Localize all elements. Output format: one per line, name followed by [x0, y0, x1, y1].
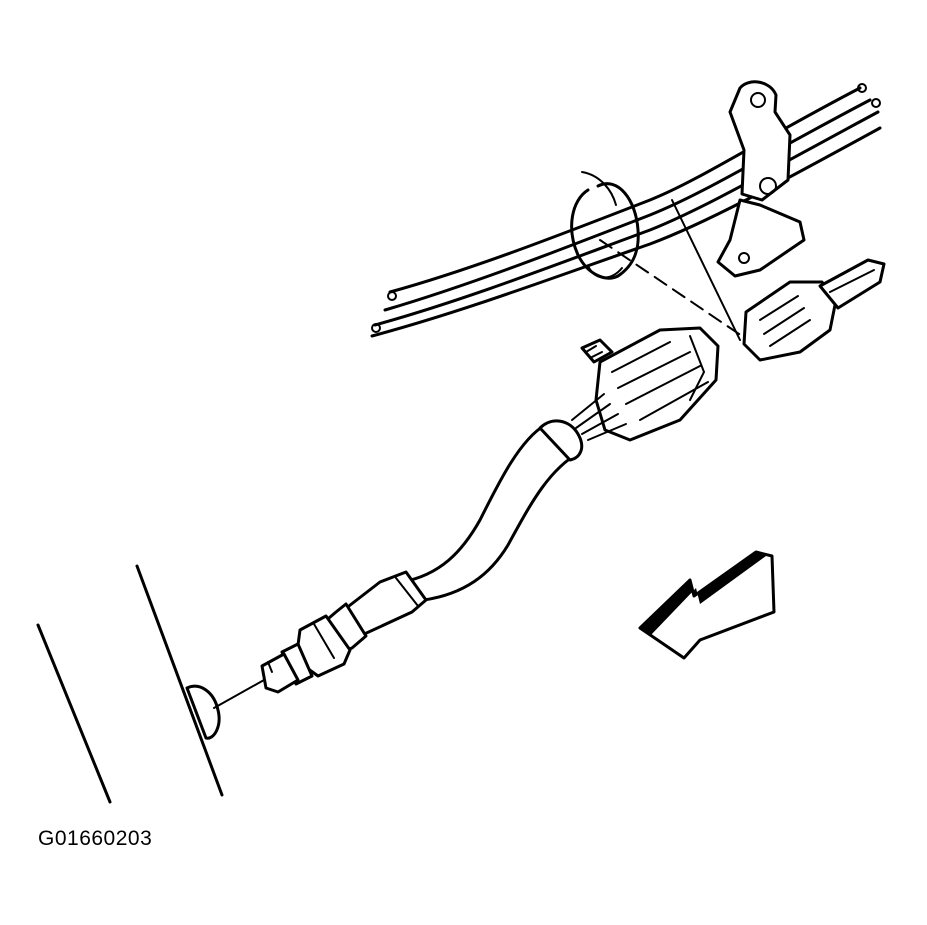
harness-connector	[742, 258, 886, 362]
front-direction-arrow	[638, 550, 776, 660]
leader-lines	[599, 199, 743, 341]
figure-code: G01660203	[38, 827, 153, 850]
sensor-pigtail-cable	[400, 419, 584, 602]
sensor-connector	[571, 326, 720, 442]
oxygen-sensor	[213, 570, 428, 709]
exhaust-pipe-wall	[36, 564, 224, 804]
harness-clip-ring	[570, 171, 640, 280]
mounting-bracket	[716, 80, 806, 278]
